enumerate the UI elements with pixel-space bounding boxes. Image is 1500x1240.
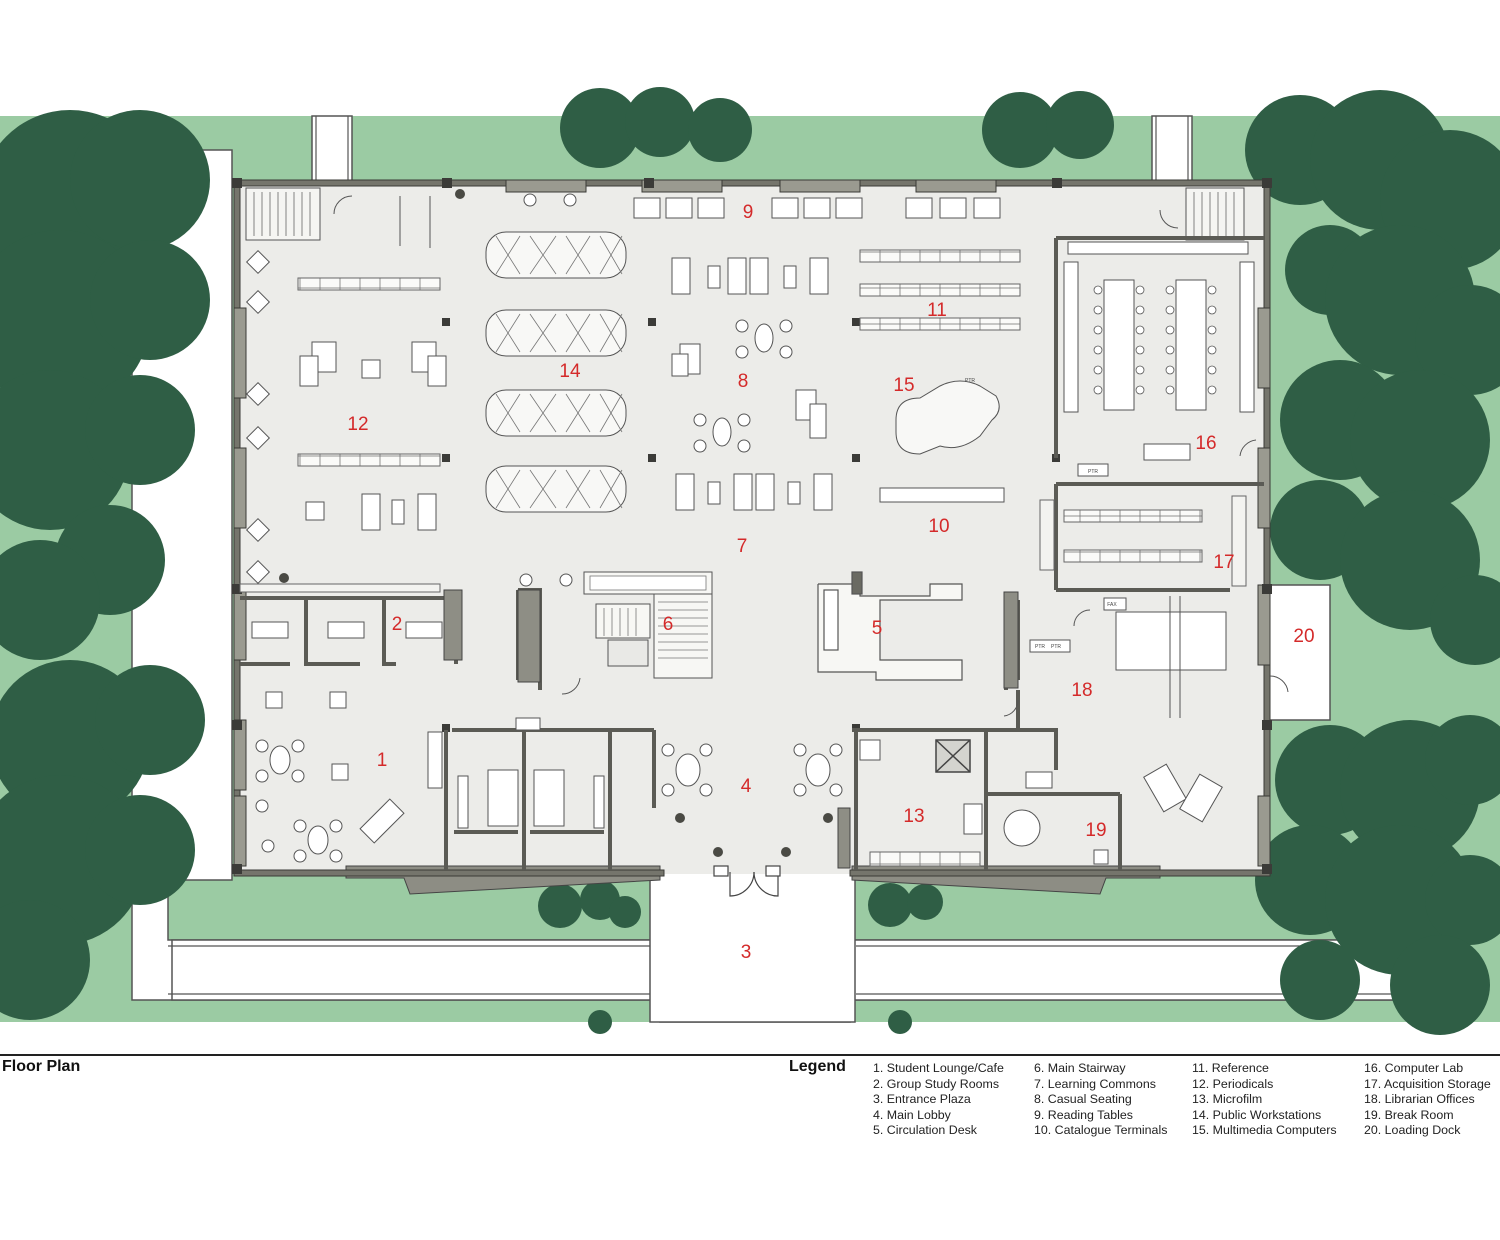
- room-label: 20: [1293, 626, 1314, 647]
- legend-column-3: 11. Reference 12. Periodicals 13. Microf…: [1192, 1061, 1337, 1139]
- room-label: 19: [1085, 820, 1106, 841]
- room-label: 5: [872, 618, 883, 639]
- round-tables: [269, 323, 1041, 855]
- room-label: 6: [663, 614, 674, 635]
- window-bays: [233, 179, 1271, 867]
- entrance-doors: [713, 865, 781, 897]
- legend-item: 2. Group Study Rooms: [873, 1076, 1000, 1091]
- room-label: 18: [1071, 680, 1092, 701]
- circulation-desk: [817, 571, 963, 681]
- reading-tables: [633, 197, 1001, 219]
- printer-label: PTR: [1051, 644, 1061, 650]
- legend-item: 9. Reading Tables: [1034, 1107, 1133, 1122]
- legend-item: 7. Learning Commons: [1034, 1076, 1156, 1091]
- room-label: 4: [741, 776, 752, 797]
- legend-item: 14. Public Workstations: [1192, 1107, 1322, 1122]
- legend-item: 1. Student Lounge/Cafe: [873, 1061, 1004, 1075]
- room-label: 15: [893, 375, 914, 396]
- printer-label: PTR: [1035, 644, 1045, 650]
- restroom-fixtures: [457, 717, 605, 829]
- room-label: 8: [738, 371, 749, 392]
- room-label: 14: [559, 361, 581, 382]
- room-label: 2: [392, 614, 403, 635]
- door-swings: [333, 195, 1289, 717]
- room-label: 11: [927, 300, 947, 321]
- room-label: 12: [347, 414, 368, 435]
- legend-title: Legend: [789, 1058, 846, 1075]
- trees: [0, 87, 1500, 1035]
- bookshelves: [239, 249, 1247, 867]
- commons-furniture: [299, 257, 1005, 531]
- legend-item: 6. Main Stairway: [1034, 1061, 1126, 1075]
- multimedia-cluster: [895, 380, 1000, 455]
- study-tables: [251, 621, 443, 844]
- footer-rule: [0, 1054, 1500, 1056]
- legend-item: 11. Reference: [1192, 1061, 1269, 1075]
- room-label: 1: [377, 750, 388, 771]
- legend-column-2: 6. Main Stairway 7. Learning Commons 8. …: [1034, 1061, 1167, 1139]
- computer-lab-desks: [1063, 241, 1255, 477]
- computer-lab-chairs: [1093, 285, 1217, 395]
- site-paving: [131, 115, 1403, 1023]
- legend-item: 8. Casual Seating: [1034, 1092, 1132, 1107]
- legend-item: 10. Catalogue Terminals: [1034, 1123, 1168, 1138]
- room-label: 13: [903, 806, 924, 827]
- main-stair-treads: [603, 601, 708, 659]
- legend-item: 16. Computer Lab: [1364, 1061, 1464, 1075]
- legend-item: 17. Acquisition Storage: [1364, 1076, 1491, 1091]
- room-label: 3: [741, 942, 752, 963]
- room-label: 17: [1213, 552, 1234, 573]
- room-label: 9: [743, 202, 754, 223]
- legend-item: 19. Break Room: [1364, 1107, 1454, 1122]
- printer-label: PTR: [965, 378, 975, 384]
- room-label: 16: [1195, 433, 1216, 454]
- office-workstations: [1029, 596, 1227, 823]
- figure-caption: Floor Plan: [2, 1058, 81, 1075]
- legend-item: 12. Periodicals: [1192, 1076, 1274, 1091]
- legend-item: 18. Librarian Offices: [1364, 1092, 1475, 1107]
- legend-column-1: 1. Student Lounge/Cafe 2. Group Study Ro…: [873, 1061, 1004, 1139]
- microfilm-and-break: [859, 739, 1109, 865]
- legend-item: 13. Microfilm: [1192, 1092, 1263, 1107]
- legend-column-4: 16. Computer Lab 17. Acquisition Storage…: [1364, 1061, 1491, 1139]
- equipment-labels: PTR PTR PTR PTR FAX: [965, 378, 1117, 650]
- workstation-dividers: [495, 235, 623, 509]
- printer-label: PTR: [1088, 469, 1098, 475]
- legend-item: 5. Circulation Desk: [873, 1123, 977, 1138]
- main-stair: [583, 571, 713, 679]
- workstation-clusters: [485, 231, 627, 513]
- elevator: [935, 739, 971, 773]
- four-top-tables: [265, 359, 381, 781]
- room-labels: 1 2 3 4 5 6 7 8 9 10 11 12 13 14 15 16 1…: [347, 202, 1314, 963]
- legend-item: 15. Multimedia Computers: [1192, 1123, 1337, 1138]
- stair-treads: [253, 192, 1235, 236]
- armchairs-left: [245, 249, 271, 585]
- lounge-chairs: [255, 193, 843, 863]
- room-label: 10: [928, 516, 949, 537]
- legend-item: 3. Entrance Plaza: [873, 1092, 971, 1107]
- fax-label: FAX: [1107, 602, 1117, 608]
- floor-plan-diagram: 1 2 3 4 5 6 7 8 9 10 11 12 13 14 15 16 1…: [0, 87, 1500, 1035]
- room-label: 7: [737, 536, 748, 557]
- legend-item: 20. Loading Dock: [1364, 1123, 1461, 1138]
- building-floor: [236, 182, 1268, 874]
- wall-panels: [443, 589, 1019, 869]
- legend-item: 4. Main Lobby: [873, 1107, 951, 1122]
- plants: [279, 189, 833, 857]
